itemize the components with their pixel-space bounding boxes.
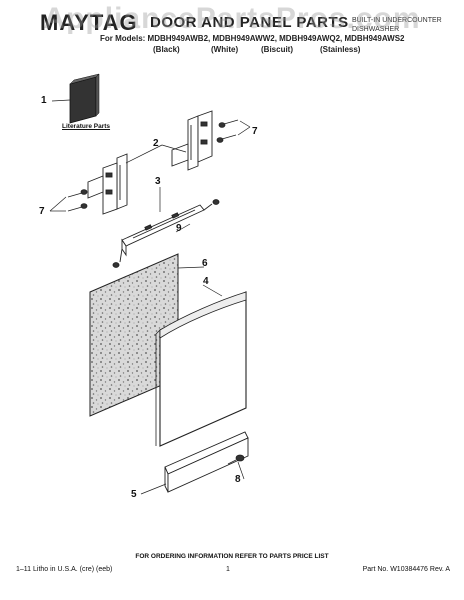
appliance-type-line2: DISHWASHER: [352, 26, 400, 33]
color-biscuit: (Biscuit): [261, 45, 293, 54]
screws-upper-right: [216, 119, 239, 143]
color-stainless: (Stainless): [320, 45, 361, 54]
appliance-type: BUILT-IN UNDERCOUNTER DISHWASHER: [352, 16, 442, 34]
page-number: 1: [226, 566, 230, 573]
callout-1: 1: [41, 95, 47, 106]
door-rail-bracket: [112, 199, 220, 268]
literature-parts-label: Literature Parts: [62, 123, 111, 130]
ordering-note: FOR ORDERING INFORMATION REFER TO PARTS …: [135, 553, 329, 560]
callout-7-lower: 7: [39, 206, 45, 217]
callout-6: 6: [202, 258, 208, 269]
callout-3: 3: [155, 176, 161, 187]
callout-9: 9: [176, 223, 182, 234]
toe-kick-panel: [164, 431, 249, 493]
brand-logo: MAYTAG: [40, 10, 138, 35]
callout-2: 2: [153, 138, 159, 149]
appliance-type-line1: BUILT-IN UNDERCOUNTER: [352, 17, 442, 24]
color-black: (Black): [153, 45, 180, 54]
screws-lower-left: [67, 189, 88, 212]
literature-manual: [69, 73, 100, 124]
part-number: Part No. W10384476 Rev. A: [362, 566, 450, 573]
leader-lines: [49, 99, 251, 495]
page-title: DOOR AND PANEL PARTS: [150, 14, 349, 31]
callout-5: 5: [131, 489, 137, 500]
right-mounting-bracket: [171, 110, 213, 171]
model-list: For Models: MDBH949AWB2, MDBH949AWW2, MD…: [100, 34, 405, 43]
litho-info: 1–11 Litho in U.S.A. (cre) (eeb): [16, 566, 113, 573]
outer-door-panel: [155, 291, 247, 447]
color-white: (White): [211, 45, 239, 54]
toe-kick-screw: [227, 454, 245, 465]
left-mounting-bracket: [87, 153, 128, 215]
callout-7-upper: 7: [252, 126, 258, 137]
callout-8: 8: [235, 474, 241, 485]
callout-4: 4: [203, 276, 209, 287]
